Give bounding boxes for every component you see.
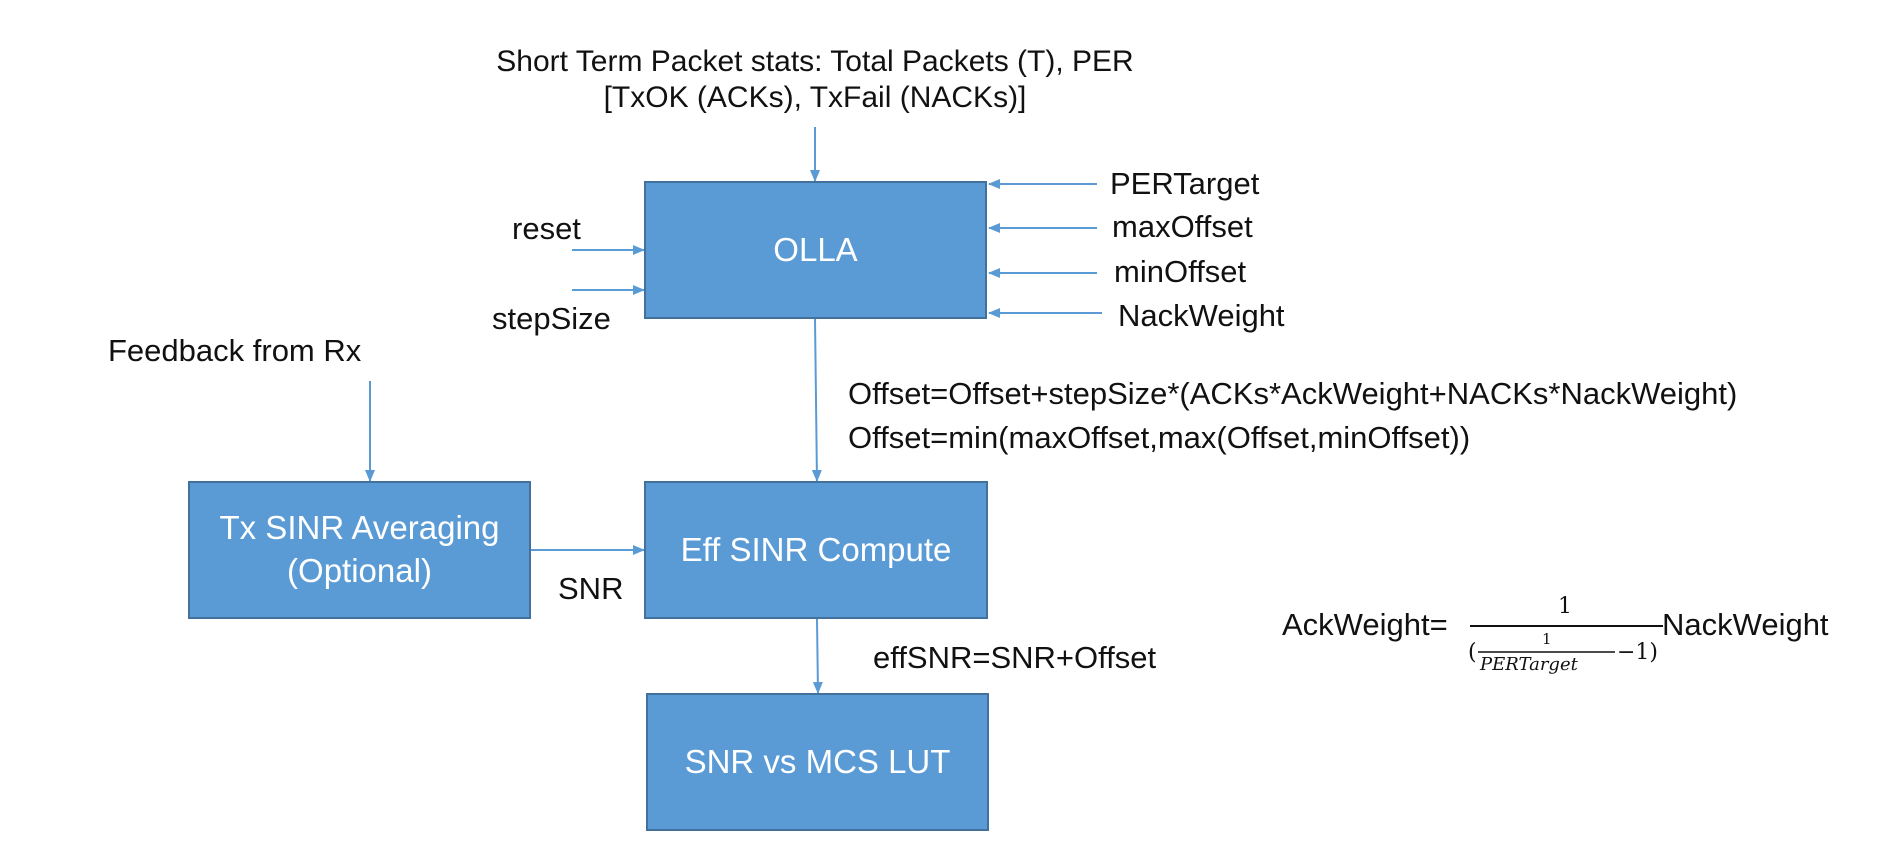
stats-line-1: Short Term Packet stats: Total Packets (… [496, 45, 1134, 78]
eff-sinr-box-label: Eff SINR Compute [680, 530, 952, 568]
stats-line-2: [TxOK (ACKs), TxFail (NACKs)] [603, 81, 1027, 114]
stats-label: Short Term Packet stats: Total Packets (… [480, 44, 1150, 116]
feedback-label: Feedback from Rx [108, 333, 362, 368]
ackweight-rhs: NackWeight [1662, 607, 1829, 642]
arrow-olla-to-eff [811, 318, 822, 482]
ackweight-inner-open-paren: ( [1468, 640, 1477, 665]
snr-label: SNR [558, 571, 624, 606]
minoffset-label: minOffset [1114, 254, 1247, 289]
tx-sinr-line-2: (Optional) [287, 552, 432, 589]
eff-snr-equation: effSNR=SNR+Offset [873, 640, 1157, 675]
maxoffset-label: maxOffset [1112, 209, 1253, 244]
offset-clamp-equation: Offset=min(maxOffset,max(Offset,minOffse… [848, 420, 1471, 455]
offset-update-equation: Offset=Offset+stepSize*(ACKs*AckWeight+N… [848, 376, 1738, 411]
tx-sinr-averaging-box: Tx SINR Averaging (Optional) [188, 481, 531, 619]
ackweight-numerator: 1 [1558, 594, 1572, 619]
eff-sinr-compute-box: Eff SINR Compute [644, 481, 988, 619]
olla-box: OLLA [644, 181, 987, 319]
arrow-eff-to-lut [812, 618, 823, 694]
nackweight-label: NackWeight [1118, 298, 1285, 333]
pertarget-label: PERTarget [1110, 166, 1260, 201]
stepsize-label: stepSize [492, 301, 611, 336]
reset-label: reset [512, 211, 581, 246]
ackweight-inner-numerator: 1 [1542, 630, 1552, 648]
snr-mcs-lut-box: SNR vs MCS LUT [646, 693, 989, 831]
ackweight-inner-denominator: PERTarget [1480, 654, 1578, 675]
tx-sinr-line-1: Tx SINR Averaging [219, 509, 500, 547]
lut-box-label: SNR vs MCS LUT [684, 742, 951, 780]
ackweight-lhs: AckWeight= [1282, 607, 1448, 642]
olla-box-label: OLLA [773, 230, 858, 268]
ackweight-inner-tail: −1) [1617, 640, 1659, 665]
